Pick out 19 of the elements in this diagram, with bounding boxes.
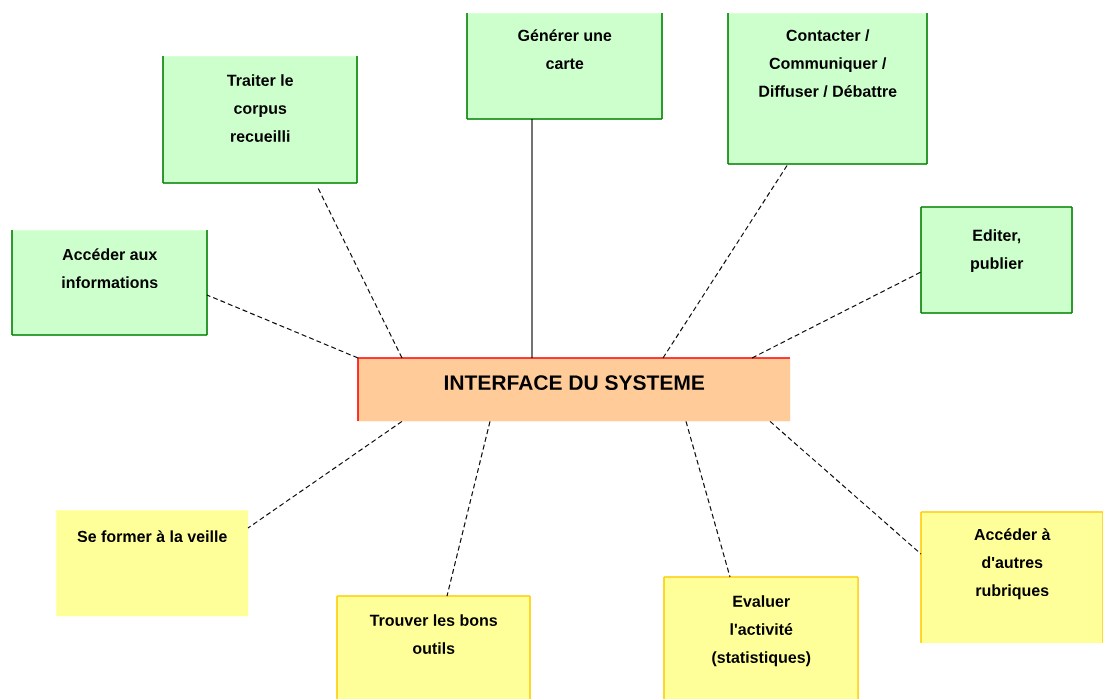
connector-line xyxy=(769,420,922,555)
connector-line xyxy=(247,420,403,529)
connector-line xyxy=(662,163,789,359)
action-box: Editer, publier xyxy=(920,206,1073,314)
connector-line xyxy=(317,187,403,359)
connector-line xyxy=(206,294,359,359)
action-box: Accéder à d'autres rubriques xyxy=(920,511,1103,644)
action-box: Accéder aux informations xyxy=(11,229,208,336)
action-box: Traiter le corpus recueilli xyxy=(162,55,358,184)
action-box: Contacter / Communiquer / Diffuser / Débattre xyxy=(727,12,928,165)
action-box: Trouver les bons outils xyxy=(336,595,531,699)
connector-line xyxy=(685,420,731,578)
action-box: Se former à la veille xyxy=(56,510,249,617)
action-box: Générer une carte xyxy=(466,12,663,120)
central-box: INTERFACE DU SYSTEME xyxy=(357,357,791,422)
connector-line xyxy=(446,420,491,597)
connector-line xyxy=(751,271,922,359)
connector-line xyxy=(531,118,533,359)
action-box: Evaluer l'activité (statistiques) xyxy=(663,576,859,699)
